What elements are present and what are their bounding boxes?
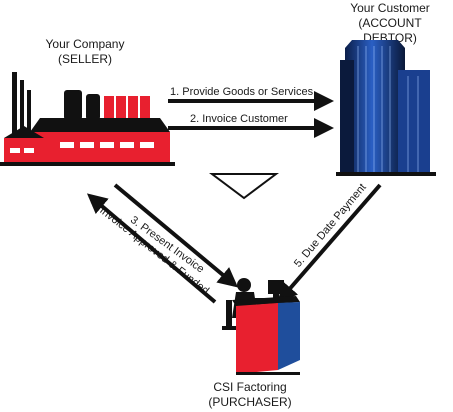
seller-label: Your Company (SELLER) — [10, 37, 160, 67]
factor-title: CSI Factoring — [213, 380, 287, 394]
seller-title: Your Company — [45, 37, 125, 51]
customer-title: Your Customer — [350, 1, 430, 15]
customer-label: Your Customer (ACCOUNT DEBTOR) — [330, 1, 450, 46]
arrow-step-3 — [113, 183, 239, 288]
office-building-icon — [336, 40, 436, 176]
arrow-step-5 — [277, 183, 382, 304]
arrow-step-4 — [86, 193, 217, 304]
factory-icon — [0, 72, 175, 166]
person-at-desk-icon — [222, 278, 300, 375]
factor-role: (PURCHASER) — [208, 395, 292, 409]
factor-label: CSI Factoring (PURCHASER) — [180, 380, 320, 410]
step-2-label: 2. Invoice Customer — [190, 113, 288, 125]
seller-role: (SELLER) — [57, 52, 113, 66]
step-1-label: 1. Provide Goods or Services — [170, 86, 314, 98]
center-triangle-icon — [209, 173, 279, 200]
